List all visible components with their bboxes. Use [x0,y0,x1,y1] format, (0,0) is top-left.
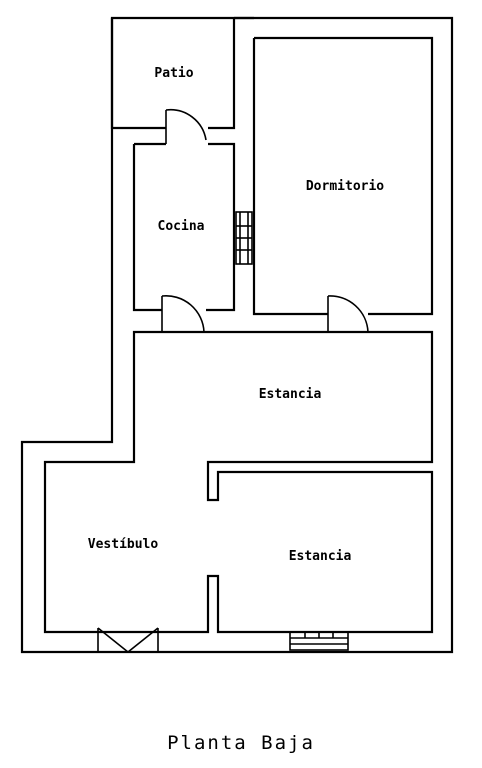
room-label-patio: Patio [154,66,193,81]
inner-wall-outline [43,330,434,634]
room-label-estancia-upper: Estancia [259,387,322,402]
outer-wall-outline [20,16,454,654]
room-label-vestibulo: Vestíbulo [88,537,159,552]
entrance-door[interactable] [97,627,159,653]
room-label-cocina: Cocina [158,219,205,234]
window-kitchen-bedroom [235,211,253,265]
patio-walls [110,18,236,130]
door-bedroom-living[interactable] [327,295,369,333]
room-label-dormitorio: Dormitorio [306,179,384,194]
door-kitchen-living[interactable] [161,294,205,333]
kitchen-walls [132,142,236,312]
plan-caption: Planta Baja [167,732,315,754]
door-patio-kitchen[interactable] [165,108,207,144]
front-window [289,631,349,651]
bedroom-walls [252,36,434,316]
room-label-estancia-lower: Estancia [289,549,352,564]
